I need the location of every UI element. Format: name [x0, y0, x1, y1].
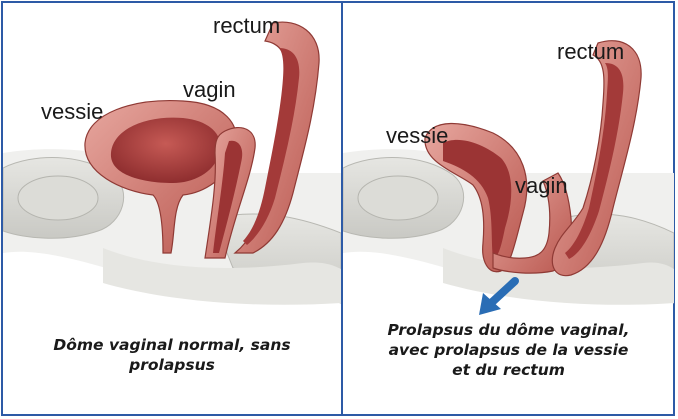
caption-prolapse-line2: avec prolapsus de la vessie [343, 341, 674, 361]
caption-prolapse-line3: et du rectum [343, 361, 674, 381]
caption-prolapse: Prolapsus du dôme vaginal, avec prolapsu… [343, 321, 674, 380]
caption-normal-line2: prolapsus [3, 356, 341, 376]
label-rectum: rectum [213, 15, 280, 37]
panel-normal: rectum vagin vessie Dôme vaginal normal,… [3, 3, 341, 414]
caption-normal: Dôme vaginal normal, sans prolapsus [3, 336, 341, 376]
caption-prolapse-line1: Prolapsus du dôme vaginal, [343, 321, 674, 341]
label-vessie: vessie [41, 101, 103, 123]
caption-normal-line1: Dôme vaginal normal, sans [3, 336, 341, 356]
label-vagin: vagin [183, 79, 236, 101]
panel-prolapse: rectum vessie vagin Prolapsus du dôme va… [343, 3, 674, 414]
label-vagin: vagin [515, 175, 568, 197]
label-rectum: rectum [557, 41, 624, 63]
label-vessie: vessie [386, 125, 448, 147]
